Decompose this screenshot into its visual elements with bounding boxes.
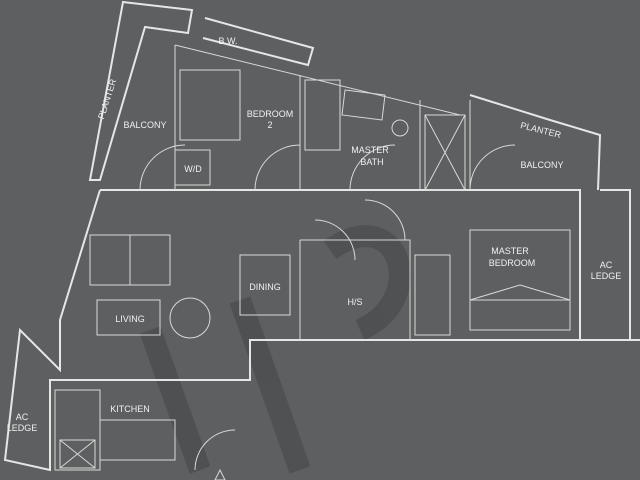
ac-ledge-left-label-1: AC xyxy=(16,412,29,422)
walls xyxy=(3,0,640,480)
master-bath-label-1: MASTER xyxy=(351,145,389,155)
bw-label: B.W. xyxy=(218,36,237,46)
master-bath-label-2: BATH xyxy=(360,157,383,167)
hs-label: H/S xyxy=(347,297,362,307)
planter-left-label: PLANTER xyxy=(96,77,118,120)
master-bedroom-label-2: BEDROOM xyxy=(489,258,536,268)
bedroom2-label-2: 2 xyxy=(267,120,272,130)
ac-ledge-right-label-1: AC xyxy=(600,260,613,270)
watermark xyxy=(139,225,411,474)
ac-ledge-right-label-2: LEDGE xyxy=(591,271,622,281)
master-bedroom-label-1: MASTER xyxy=(491,246,529,256)
kitchen-label: KITCHEN xyxy=(110,404,150,414)
balcony-right-label: BALCONY xyxy=(520,160,563,170)
wd-label: W/D xyxy=(184,164,202,174)
planter-right-label: PLANTER xyxy=(519,120,562,140)
ac-ledge-left-label-2: LEDGE xyxy=(7,423,38,433)
balcony-left-label: BALCONY xyxy=(123,120,166,130)
bedroom2-label-1: BEDROOM xyxy=(247,109,294,119)
living-label: LIVING xyxy=(115,314,145,324)
dining-label: DINING xyxy=(249,282,281,292)
